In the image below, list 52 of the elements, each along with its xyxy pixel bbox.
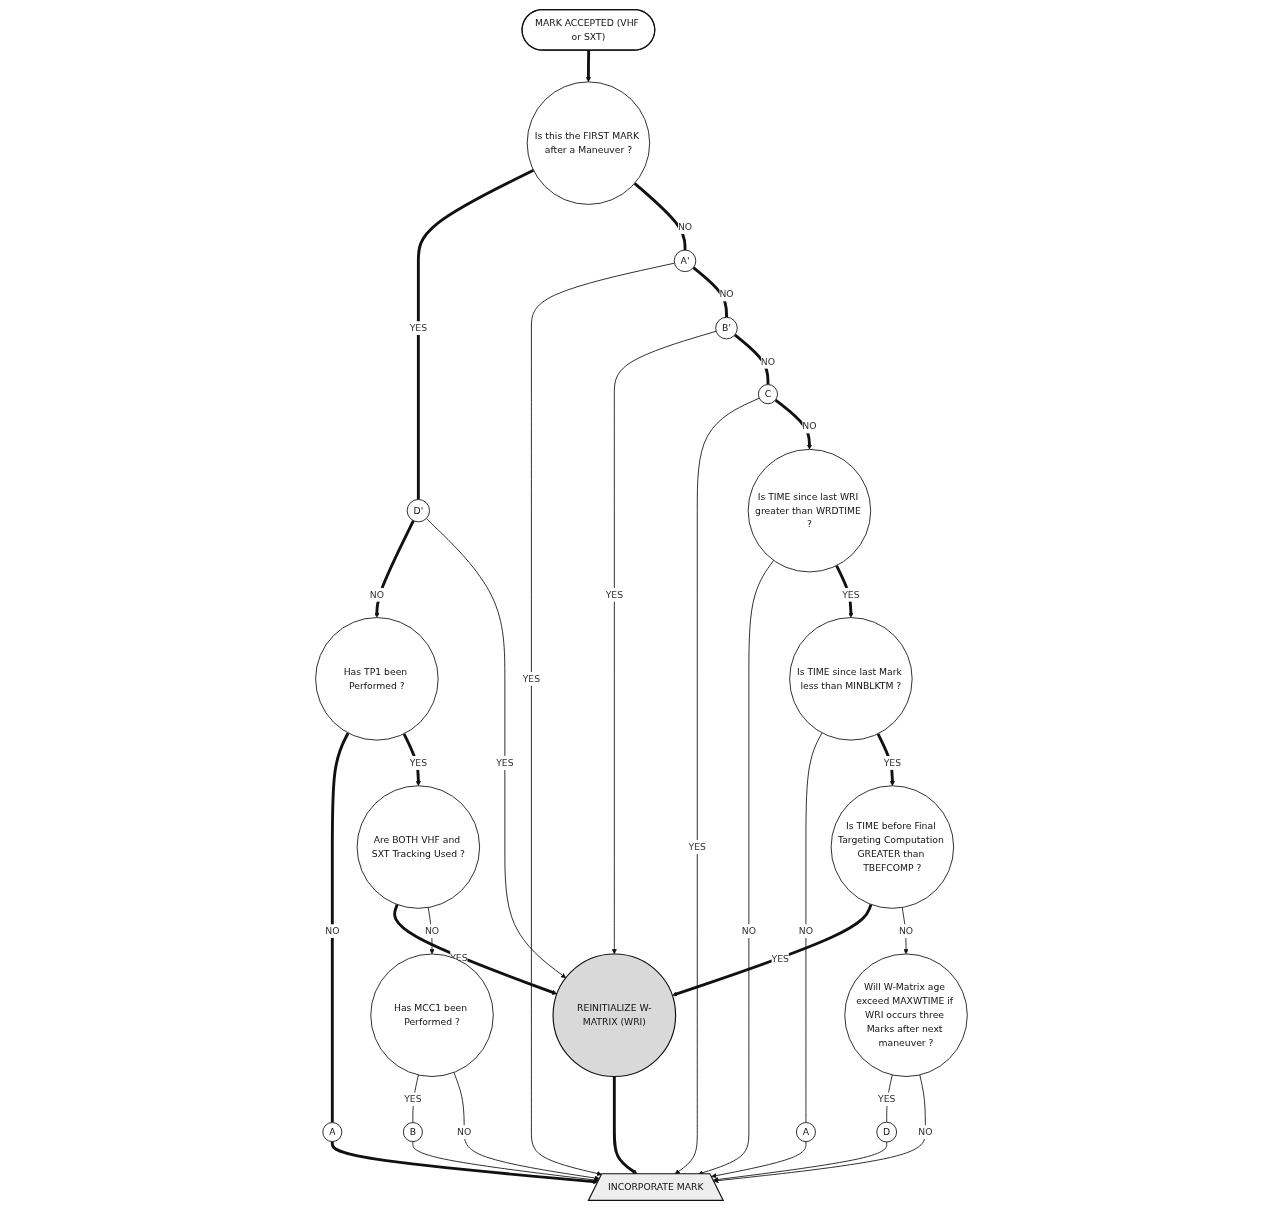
- node-circle: Will W-Matrix age exceed MAXWTIME if WRI occurs three Marks after next maneuver ?: [843, 953, 968, 1077]
- edge-label: NO: [424, 925, 439, 937]
- edge-label: YES: [409, 757, 427, 769]
- node-circle: Is this the FIRST MARK after a Maneuver ?: [526, 81, 650, 205]
- node-circle: B': [714, 316, 738, 340]
- edge-label: NO: [369, 588, 384, 600]
- edge-label: NO: [718, 288, 734, 300]
- edge-label: NO: [798, 925, 813, 937]
- connector: [733, 333, 769, 385]
- connector: [633, 182, 686, 251]
- edge-label: YES: [771, 952, 789, 964]
- arrow: [402, 733, 421, 786]
- edge-label: NO: [324, 925, 339, 937]
- edge-label: YES: [841, 588, 860, 600]
- connector: [416, 169, 534, 500]
- edge-label: YES: [403, 1093, 422, 1105]
- node-circle: A: [321, 1122, 342, 1143]
- node-circle: REINITIALIZE W-MATRIX (WRI): [552, 953, 676, 1078]
- edge-label: NO: [898, 925, 913, 937]
- node-circle: Are BOTH VHF and SXT Tracking Used ?: [356, 785, 480, 909]
- arrow: [876, 733, 895, 786]
- arrow: [585, 50, 591, 83]
- edge-label: YES: [877, 1093, 895, 1105]
- arrow: [671, 903, 872, 997]
- connector: [805, 732, 822, 1123]
- edge-label: NO: [760, 355, 775, 367]
- node-circle: D': [406, 499, 430, 523]
- connector: [330, 732, 349, 1123]
- node-circle: D: [875, 1121, 897, 1143]
- edge-label: NO: [741, 925, 756, 937]
- node-circle: Is TIME before Final Targeting Computation GREATER than TBEFCOMP ?: [830, 785, 954, 909]
- edge-label: YES: [605, 588, 623, 600]
- edge-label: NO: [917, 1126, 933, 1138]
- connector: [692, 266, 728, 318]
- edge-label: YES: [883, 757, 901, 769]
- arrow: [774, 398, 812, 450]
- edge-label: YES: [688, 841, 706, 853]
- node-circle: C: [757, 384, 778, 405]
- edge-label: YES: [409, 322, 427, 334]
- node-circle: Is TIME since last Mark less than MINBLKTM ?: [788, 617, 913, 741]
- connector: [411, 1074, 419, 1123]
- edge-label: NO: [801, 420, 817, 432]
- edge-label: NO: [456, 1126, 471, 1138]
- node-circle: Has TP1 been Performed ?: [314, 617, 439, 741]
- edge-label: YES: [495, 757, 514, 769]
- node-circle: Is TIME since last WRI greater than WRDTIME ?: [747, 448, 871, 573]
- node-circle: A': [673, 249, 696, 273]
- edge-label: NO: [677, 221, 692, 233]
- arrow: [373, 520, 415, 618]
- edge-label: YES: [522, 673, 540, 685]
- node-circle: B: [402, 1122, 423, 1143]
- node-circle: A: [795, 1122, 816, 1143]
